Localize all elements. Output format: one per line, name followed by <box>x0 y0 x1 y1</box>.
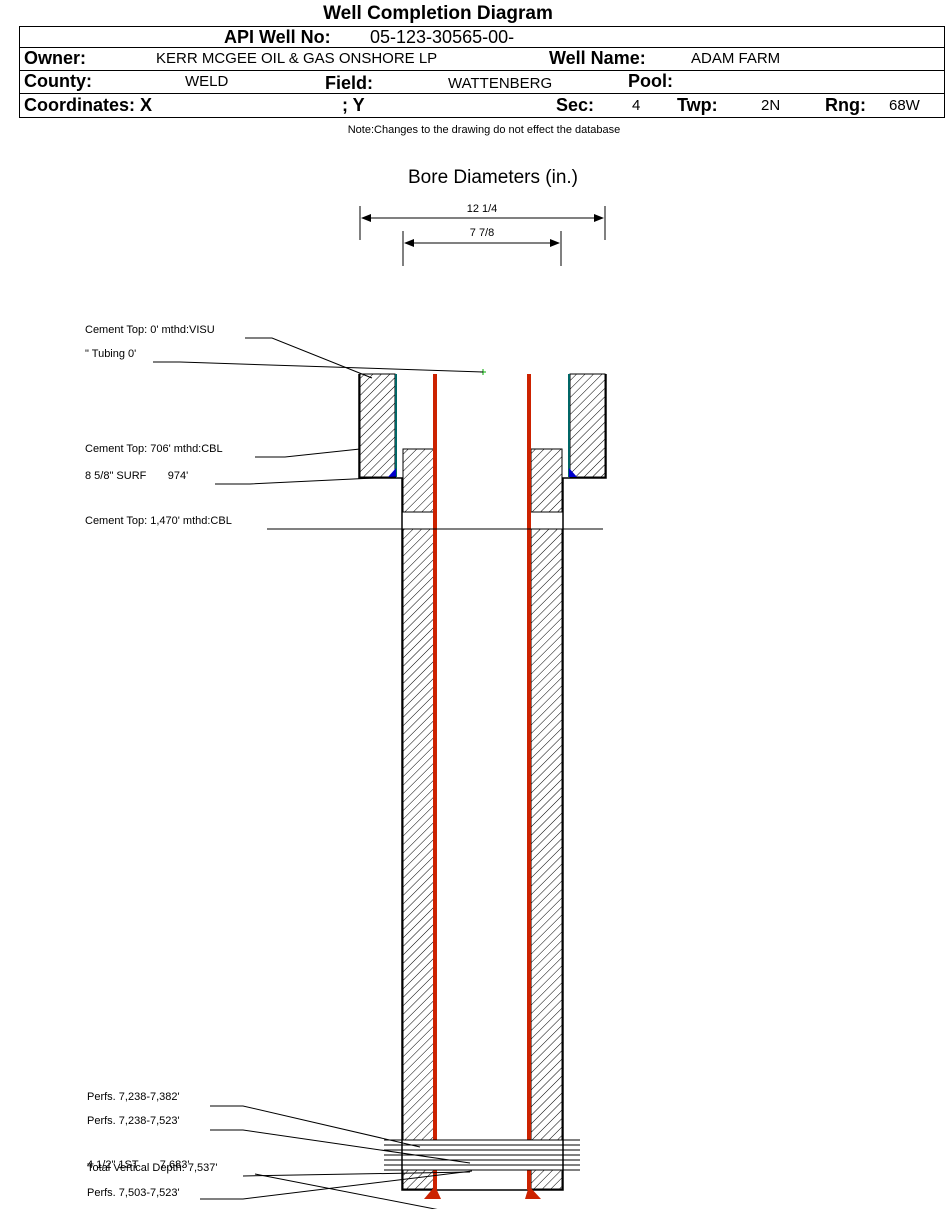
field-value: WATTENBERG <box>448 75 553 92</box>
well-name-value: ADAM FARM <box>691 50 781 67</box>
county-label: County: <box>24 71 92 91</box>
prod-cement-upper-left <box>402 448 435 513</box>
tubing-label: " Tubing 0' <box>85 348 136 360</box>
surface-casing-label: 8 5/8" SURF 974' <box>85 470 188 482</box>
bore-inner-label: 7 7/8 <box>470 227 494 239</box>
surface-cement-right <box>569 373 606 478</box>
perfs-3-label: Perfs. 7,503-7,523' <box>87 1187 180 1199</box>
prod-cement-right <box>530 528 563 1141</box>
twp-value: 2N <box>761 97 781 114</box>
database-note: Note:Changes to the drawing do not effec… <box>347 124 621 136</box>
twp-label: Twp: <box>677 95 718 115</box>
rng-value: 68W <box>889 97 920 114</box>
bore-dimension-inner: 7 7/8 <box>402 227 562 266</box>
perfs-2-label: Perfs. 7,238-7,523' <box>87 1115 180 1127</box>
coords-label: Coordinates: X <box>24 95 153 115</box>
api-value: 05-123-30565-00- <box>370 27 515 47</box>
coords-y-label: ; Y <box>342 95 365 115</box>
diagram-title: Well Completion Diagram <box>323 3 553 24</box>
prod-shoe-right <box>525 1186 541 1199</box>
well-header-table: API Well No: 05-123-30565-00- Owner: KER… <box>19 26 945 118</box>
perfs-1-label: Perfs. 7,238-7,382' <box>87 1091 180 1103</box>
surface-shoe-right <box>569 468 577 477</box>
cement-top-706-label: Cement Top: 706' mthd:CBL <box>85 443 223 455</box>
well-name-label: Well Name: <box>549 48 646 68</box>
sec-label: Sec: <box>556 95 595 115</box>
prod-cement-bottom-right <box>530 1169 563 1190</box>
bore-diameters-title: Bore Diameters (in.) <box>408 167 578 188</box>
borehole-outline <box>358 374 607 1191</box>
cement-top-1470-label: Cement Top: 1,470' mthd:CBL <box>85 515 232 527</box>
total-vertical-depth-label: Total Vertical Depth: 7,537' <box>87 1162 218 1174</box>
perforation-zone <box>384 1139 580 1171</box>
field-label: Field: <box>325 73 373 93</box>
county-value: WELD <box>185 73 229 90</box>
rng-label: Rng: <box>825 95 866 115</box>
surface-cement-left <box>359 373 396 478</box>
surface-shoe-left <box>388 468 396 477</box>
cement-top-0-label: Cement Top: 0' mthd:VISU <box>85 324 215 336</box>
leader-lines <box>153 337 484 1209</box>
prod-shoe-left <box>424 1186 441 1199</box>
prod-cement-left <box>402 528 435 1141</box>
sec-value: 4 <box>632 97 641 114</box>
bore-outer-label: 12 1/4 <box>467 203 498 215</box>
production-casing-label: 4 1/2" 1ST 7,683' <box>87 1159 189 1171</box>
api-label: API Well No: <box>224 27 331 47</box>
owner-label: Owner: <box>24 48 87 68</box>
prod-cement-upper-right <box>530 448 563 513</box>
pool-label: Pool: <box>628 71 673 91</box>
bore-dimension-outer: 12 1/4 <box>359 203 606 240</box>
owner-value: KERR MCGEE OIL & GAS ONSHORE LP <box>156 50 438 67</box>
